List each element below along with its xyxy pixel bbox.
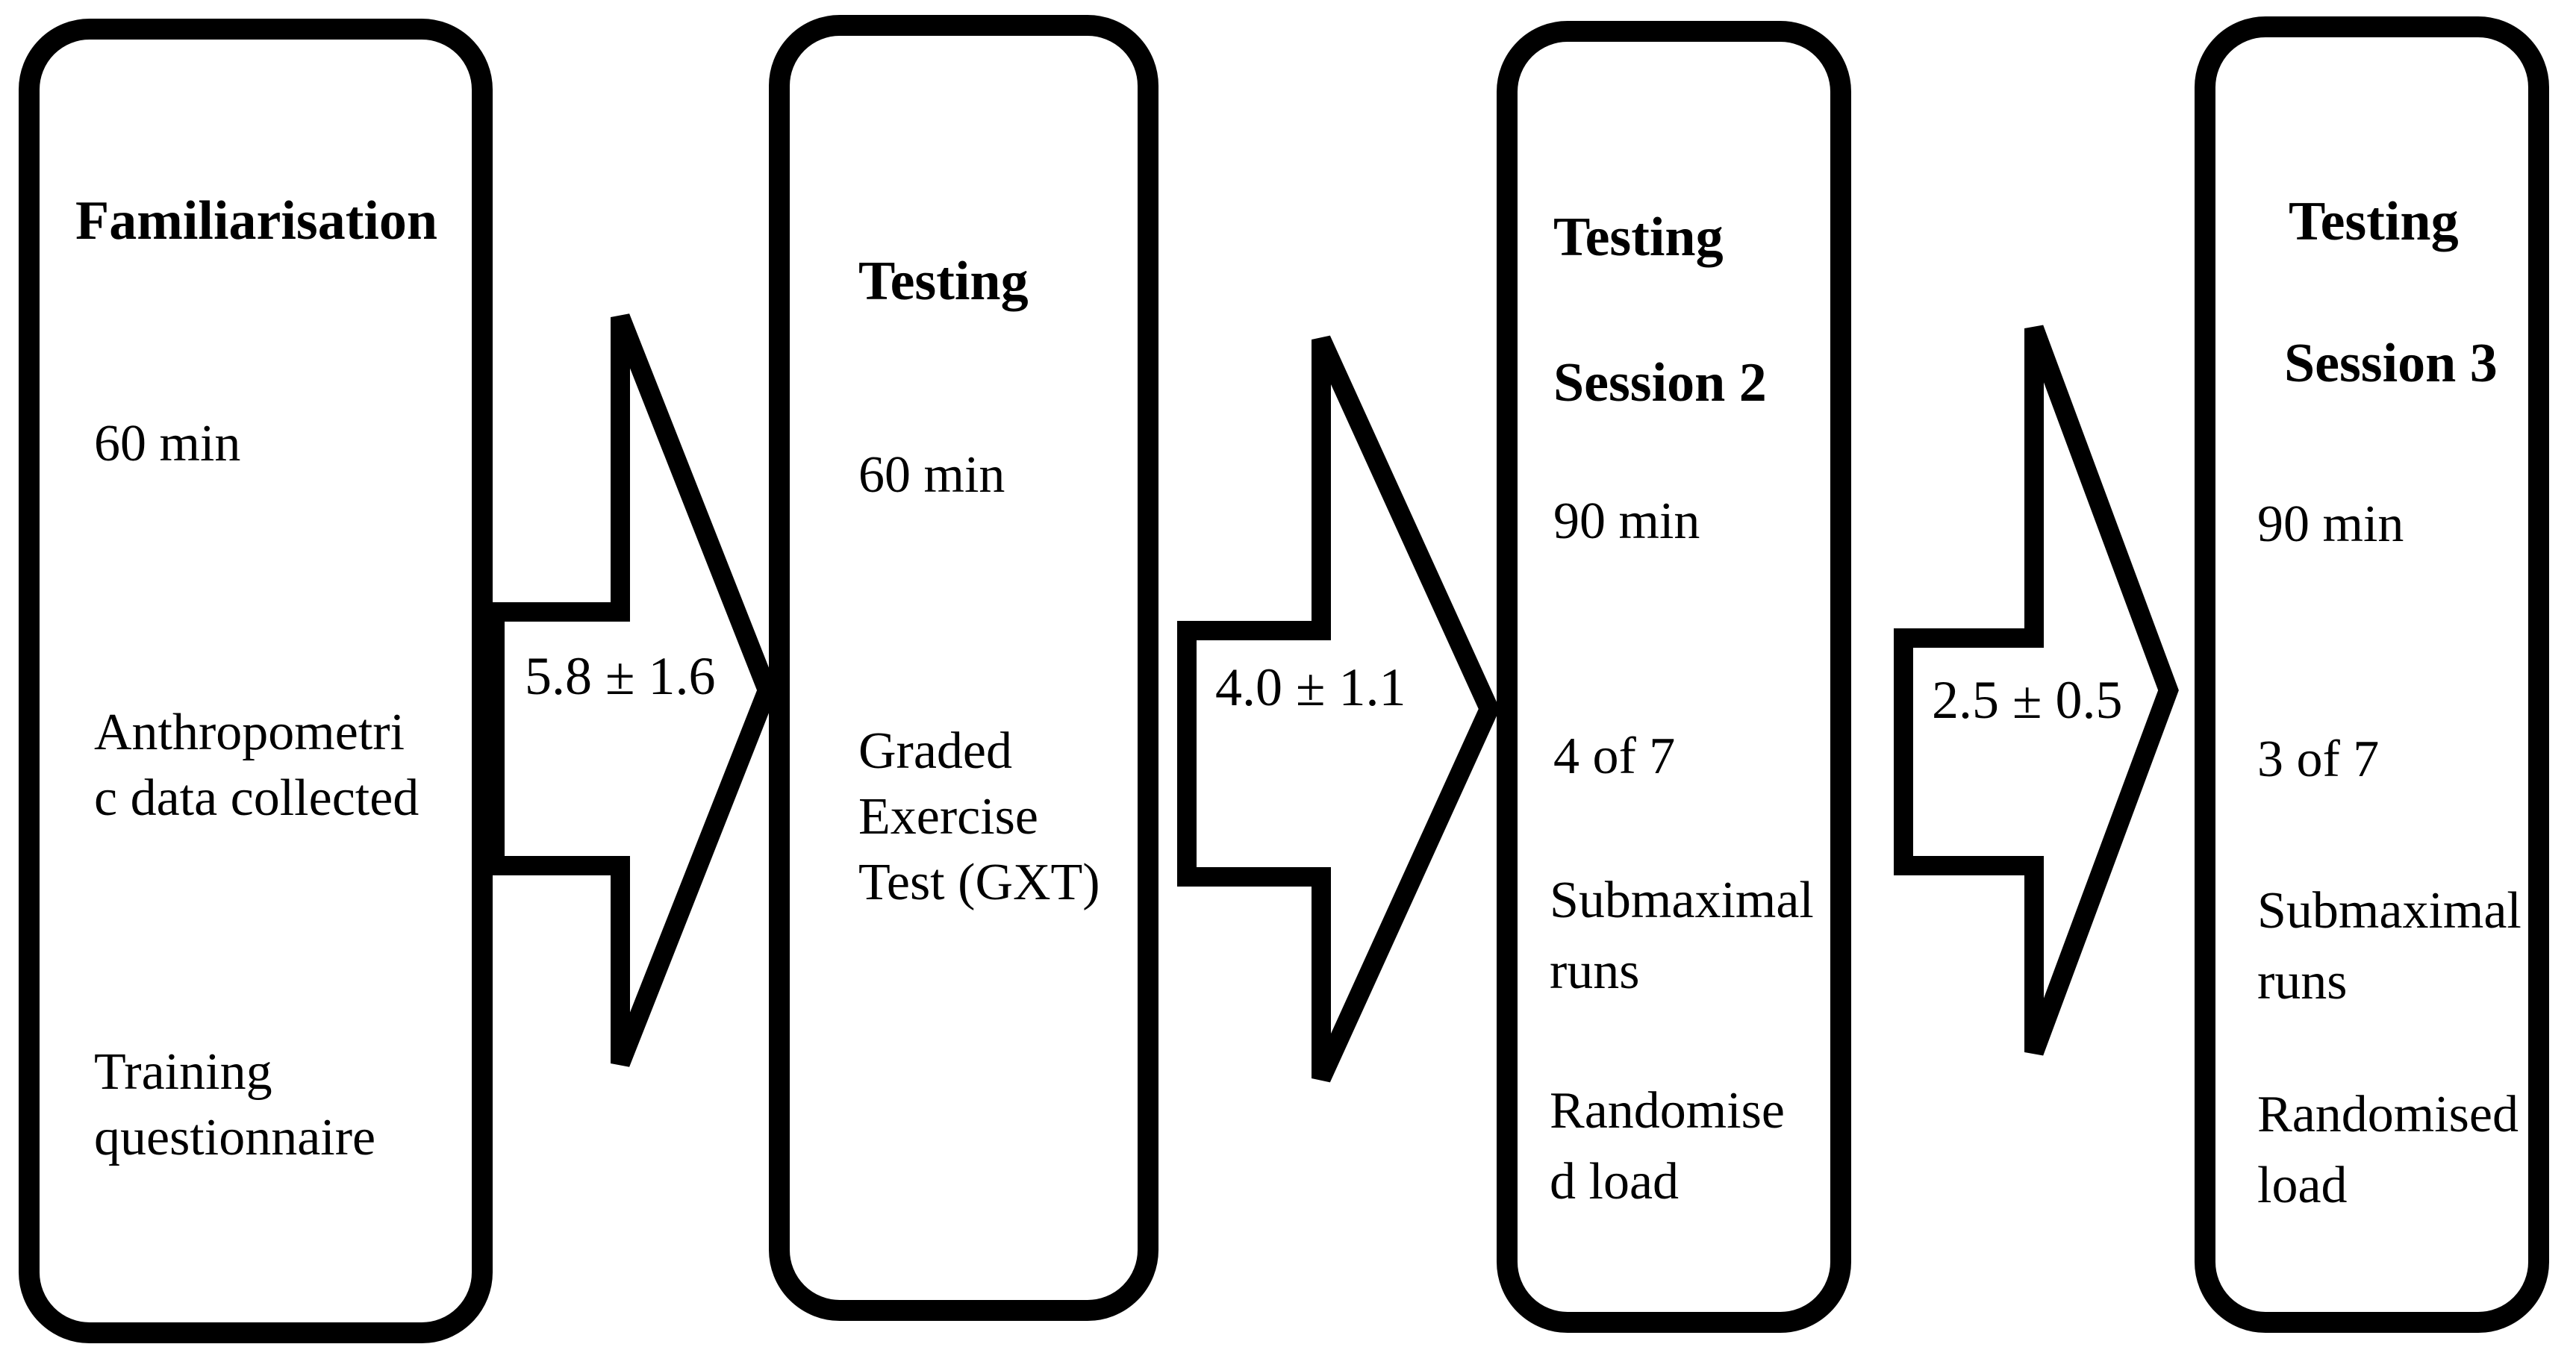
text-line: Testing <box>858 251 1029 312</box>
text-line: Randomised <box>2257 1086 2519 1143</box>
text-line: Submaximal <box>2257 882 2522 940</box>
text-line: 60 min <box>94 415 241 472</box>
text-line: Session 2 <box>1553 352 1767 413</box>
text-line: Test (GXT) <box>858 854 1100 911</box>
node-duration: 90 min <box>1553 486 1700 557</box>
text-line: 90 min <box>1553 493 1700 550</box>
text-line: Exercise <box>858 788 1038 846</box>
node-detail: Randomised load <box>2257 1079 2519 1221</box>
arrow-familiarisation-to-testing: 5.8 ± 1.6 <box>485 313 778 1067</box>
node-detail: Training questionnaire <box>94 1040 375 1171</box>
text-line: 60 min <box>858 446 1005 504</box>
node-subtitle: Session 2 <box>1553 348 1767 419</box>
node-detail: Submaximal runs <box>1550 865 1814 1007</box>
text-line: Randomise <box>1550 1082 1785 1140</box>
text-line: c data collected <box>94 769 420 827</box>
node-duration: 60 min <box>858 443 1005 508</box>
text-line: Testing <box>2289 191 2459 252</box>
node-detail: Submaximal runs <box>2257 875 2522 1017</box>
flow-node-testing-session-3: Testing Session 3 90 min 3 of 7 Submaxim… <box>2195 16 2549 1333</box>
text-line: Graded <box>858 722 1013 780</box>
node-duration: 60 min <box>94 411 240 477</box>
arrow-interval-label: 4.0 ± 1.1 <box>1215 657 1406 717</box>
text-line: runs <box>2257 953 2348 1010</box>
flow-node-testing-gxt: Testing 60 min Graded Exercise Test (GXT… <box>769 15 1158 1321</box>
right-block-arrow-icon <box>1177 335 1500 1083</box>
node-title: Testing <box>858 249 1029 314</box>
text-line: 4 of 7 <box>1553 728 1676 785</box>
text-line: runs <box>1550 943 1640 1000</box>
text-line: questionnaire <box>94 1109 376 1166</box>
node-detail: Anthropometri c data collected <box>94 700 419 831</box>
node-title: Testing <box>2289 187 2459 257</box>
node-detail: Randomise d load <box>1550 1075 1785 1217</box>
flow-node-testing-session-2: Testing Session 2 90 min 4 of 7 Submaxim… <box>1497 21 1851 1333</box>
text-line: d load <box>1550 1153 1680 1210</box>
node-duration: 90 min <box>2257 489 2404 560</box>
arrow-session2-to-session3: 2.5 ± 0.5 <box>1894 325 2179 1056</box>
text-line: Anthropometri <box>94 704 405 761</box>
right-block-arrow-icon <box>1894 325 2179 1056</box>
text-line: Session 3 <box>2284 333 2498 394</box>
node-title: Testing <box>1553 202 1724 273</box>
arrow-interval-label: 2.5 ± 0.5 <box>1932 670 2123 730</box>
right-block-arrow-icon <box>485 313 778 1067</box>
node-title: Familiarisation <box>75 188 437 254</box>
text-line: Familiarisation <box>75 190 438 251</box>
node-subtitle: Session 3 <box>2284 328 2498 399</box>
text-line: Testing <box>1553 207 1724 268</box>
node-detail: Graded Exercise Test (GXT) <box>858 719 1100 916</box>
flow-node-familiarisation: Familiarisation 60 min Anthropometri c d… <box>19 19 493 1343</box>
arrow-interval-label: 5.8 ± 1.6 <box>525 646 716 706</box>
text-line: 90 min <box>2257 496 2404 553</box>
node-detail: 4 of 7 <box>1553 721 1675 792</box>
text-line: 3 of 7 <box>2257 731 2380 788</box>
text-line: load <box>2257 1157 2348 1214</box>
text-line: Submaximal <box>1550 872 1814 929</box>
node-detail: 3 of 7 <box>2257 724 2379 795</box>
arrow-testing-to-session2: 4.0 ± 1.1 <box>1177 335 1500 1083</box>
text-line: Training <box>94 1043 272 1101</box>
